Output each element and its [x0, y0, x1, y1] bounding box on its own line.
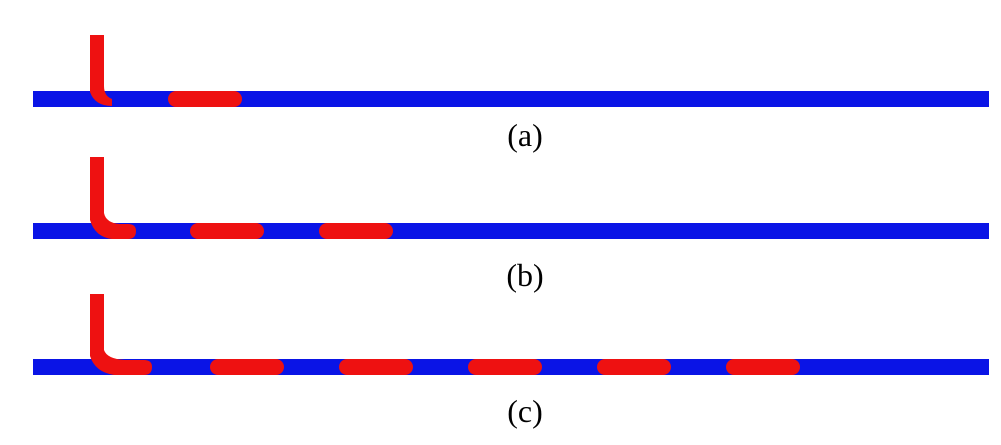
droplets — [190, 223, 393, 239]
droplet — [597, 359, 671, 375]
droplet — [339, 359, 413, 375]
panel-label: (b) — [506, 257, 544, 293]
droplet — [210, 359, 284, 375]
side-inlet-stream — [90, 35, 112, 106]
droplet — [168, 91, 242, 107]
microchannel-diagram-a — [33, 35, 989, 107]
droplets — [210, 359, 800, 375]
panel-label: (c) — [507, 393, 543, 429]
main-channel — [33, 223, 989, 239]
microchannel-diagram-b — [33, 157, 989, 239]
main-channel — [33, 91, 989, 107]
panel-b: (b) — [0, 120, 1001, 291]
side-inlet-stream — [90, 157, 136, 239]
panel-c: (c) — [0, 260, 1001, 427]
droplet — [468, 359, 542, 375]
panel-a: (a) — [0, 0, 1001, 151]
microchannel-diagram-c — [33, 294, 989, 375]
droplets — [168, 91, 242, 107]
droplet — [726, 359, 800, 375]
droplet — [319, 223, 393, 239]
side-inlet-stream — [90, 294, 152, 375]
droplet — [190, 223, 264, 239]
panel-label: (a) — [507, 117, 543, 153]
